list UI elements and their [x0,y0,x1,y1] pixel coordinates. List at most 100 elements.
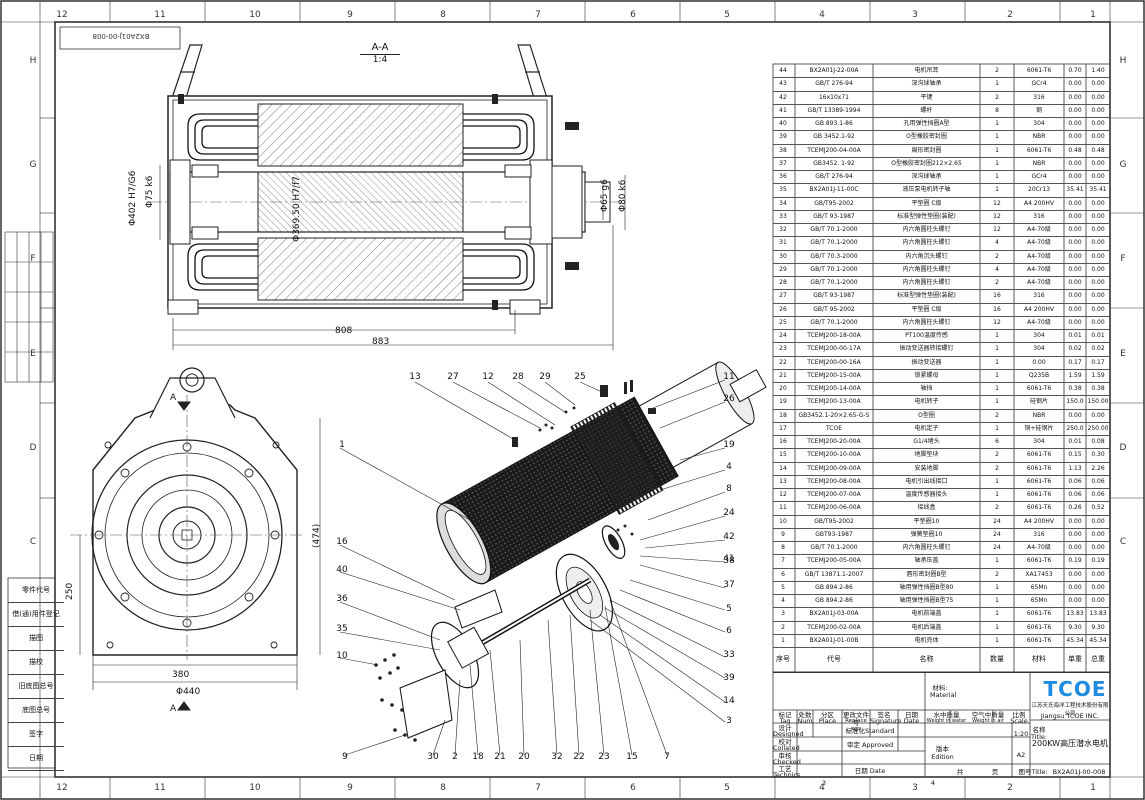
bom-cell: GB/T 95-2002 [813,305,855,313]
bom-cell: 0.00 [1091,544,1105,551]
balloon-10: 10 [336,651,348,661]
bom-header-code: 代号 [827,655,841,663]
tb-scale-en: Scale [1010,717,1028,725]
bom-cell: 0.00 [1091,279,1105,286]
left-table-base-no: 底图总号 [8,698,64,723]
bom-cell: GB/T 276-94 [815,80,853,88]
grid-left-g: G [29,160,37,170]
bom-cell: 0.00 [1091,530,1105,538]
bom-cell: 304 [1033,332,1045,339]
bom-cell: 24 [993,530,1001,538]
tb-weight-water-en: Weight in water [926,718,967,724]
balloon-4: 4 [726,462,732,472]
bom-cell: 3 [781,610,785,618]
tb-below-4: 4 [930,779,936,787]
tb-weight-air-en: Weight in air [972,718,1004,724]
bom-cell: 0.00 [1068,199,1082,207]
bom-cell: 39 [779,133,787,141]
tb-collated-en: Collated [773,744,800,752]
bom-cell: 43 [779,80,787,88]
balloon-9: 9 [342,752,348,762]
bom-cell: 1.59 [1091,371,1105,379]
bom-cell: 内六角圆柱头螺钉 [902,239,951,247]
bom-cell: 电机定子 [914,424,939,432]
bom-cell: A4-70级 [1027,226,1051,233]
balloon-6: 6 [726,626,732,636]
grid-left-f: F [30,254,36,264]
bom-cell: GB 3452.1-92 [813,133,855,141]
left-table-frame [7,577,56,769]
bom-cell: 1 [995,80,999,88]
bom-cell: 16x10x71 [818,93,849,101]
bom-cell: 250.0 [1066,424,1084,432]
bom-cell: TCEMJ200-13-00A [807,398,861,406]
left-table-old-no: 旧底图总号 [8,674,64,699]
bom-cell: 1 [995,623,999,631]
bom-cell: NBR [1032,411,1046,419]
bom-cell: NBR [1032,159,1046,167]
balloon-22: 22 [573,752,585,762]
bom-cell: 0.00 [1068,252,1082,260]
bom-cell: 0.00 [1068,570,1082,578]
company-cn: 江苏天氏海洋工程技术股份有限公司 [1031,703,1109,717]
grid-bottom-4: 9 [347,783,353,793]
bom-cell: GB/T95-2002 [814,517,854,525]
bom-cell: 电机引出线接口 [905,477,948,485]
grid-top-7: 6 [630,10,636,20]
bom-header-material: 材料 [1032,655,1046,663]
grid-right-f: F [1120,254,1126,264]
bom-cell: 6061-T6 [1026,464,1052,472]
bom-cell: GB 894.2-86 [815,597,853,604]
bom-cell: 10 [779,517,787,525]
bom-cell: A4 200HV [1024,517,1054,525]
bom-cell: TCEMJ200-04-00A [807,146,861,154]
bom-cell: 2 [995,93,999,101]
balloon-13: 13 [409,372,421,382]
dim-402: Φ402 H7/G6 [128,170,138,226]
bom-cell: GB3452. 1-92 [813,159,855,167]
bom-cell: 34 [779,199,787,207]
bom-cell: TCEMJ200-06-00A [807,504,861,512]
bom-cell: 21 [779,371,787,379]
bom-cell: 0.00 [1068,597,1082,604]
bom-cell: 24 [993,517,1001,525]
bom-cell: 8 [781,544,785,551]
bom-cell: 6 [995,438,999,445]
bom-cell: 6061-T6 [1026,146,1052,154]
bom-cell: 0.00 [1091,252,1105,260]
bom-cell: GCr4 [1031,173,1047,180]
bom-cell: 0.00 [1068,120,1082,127]
grid-ticks [40,1,1144,799]
bom-cell: GB/T 70.1-2000 [810,226,858,233]
bom-cell: 内六角圆柱头螺钉 [902,279,951,286]
balloon-2: 2 [452,752,458,762]
bom-cell: 6061-T6 [1026,610,1052,618]
bom-cell: 304 [1033,120,1045,127]
grid-top-11: 2 [1007,10,1013,20]
bom-cell: 12 [779,491,787,498]
tb-material-label: 材料: [932,684,948,692]
bom-cell: 0.15 [1068,451,1082,459]
bom-cell: 内六角圆柱头螺钉 [902,265,951,273]
bom-cell: TCEMJ200-00-17A [807,345,861,353]
bom-cell: 扁形密封圈 [911,146,942,154]
bom-cell: 电机后端盖 [911,623,942,631]
bom-cell: 16 [993,292,1001,300]
left-table-trace-check: 描校 [8,650,64,675]
bom-cell: 0.19 [1068,557,1082,565]
bom-cell: 0.00 [1068,133,1082,141]
bom-cell: 0.06 [1091,491,1105,498]
bom-cell: 13.83 [1089,610,1107,618]
balloon-33: 33 [723,650,735,660]
left-table-sign: 签字 [8,722,64,747]
bom-cell: 0.00 [1091,173,1105,180]
balloon-28: 28 [512,372,524,382]
tb-drawing-no: BX2A01J-00-008 [1052,768,1106,776]
